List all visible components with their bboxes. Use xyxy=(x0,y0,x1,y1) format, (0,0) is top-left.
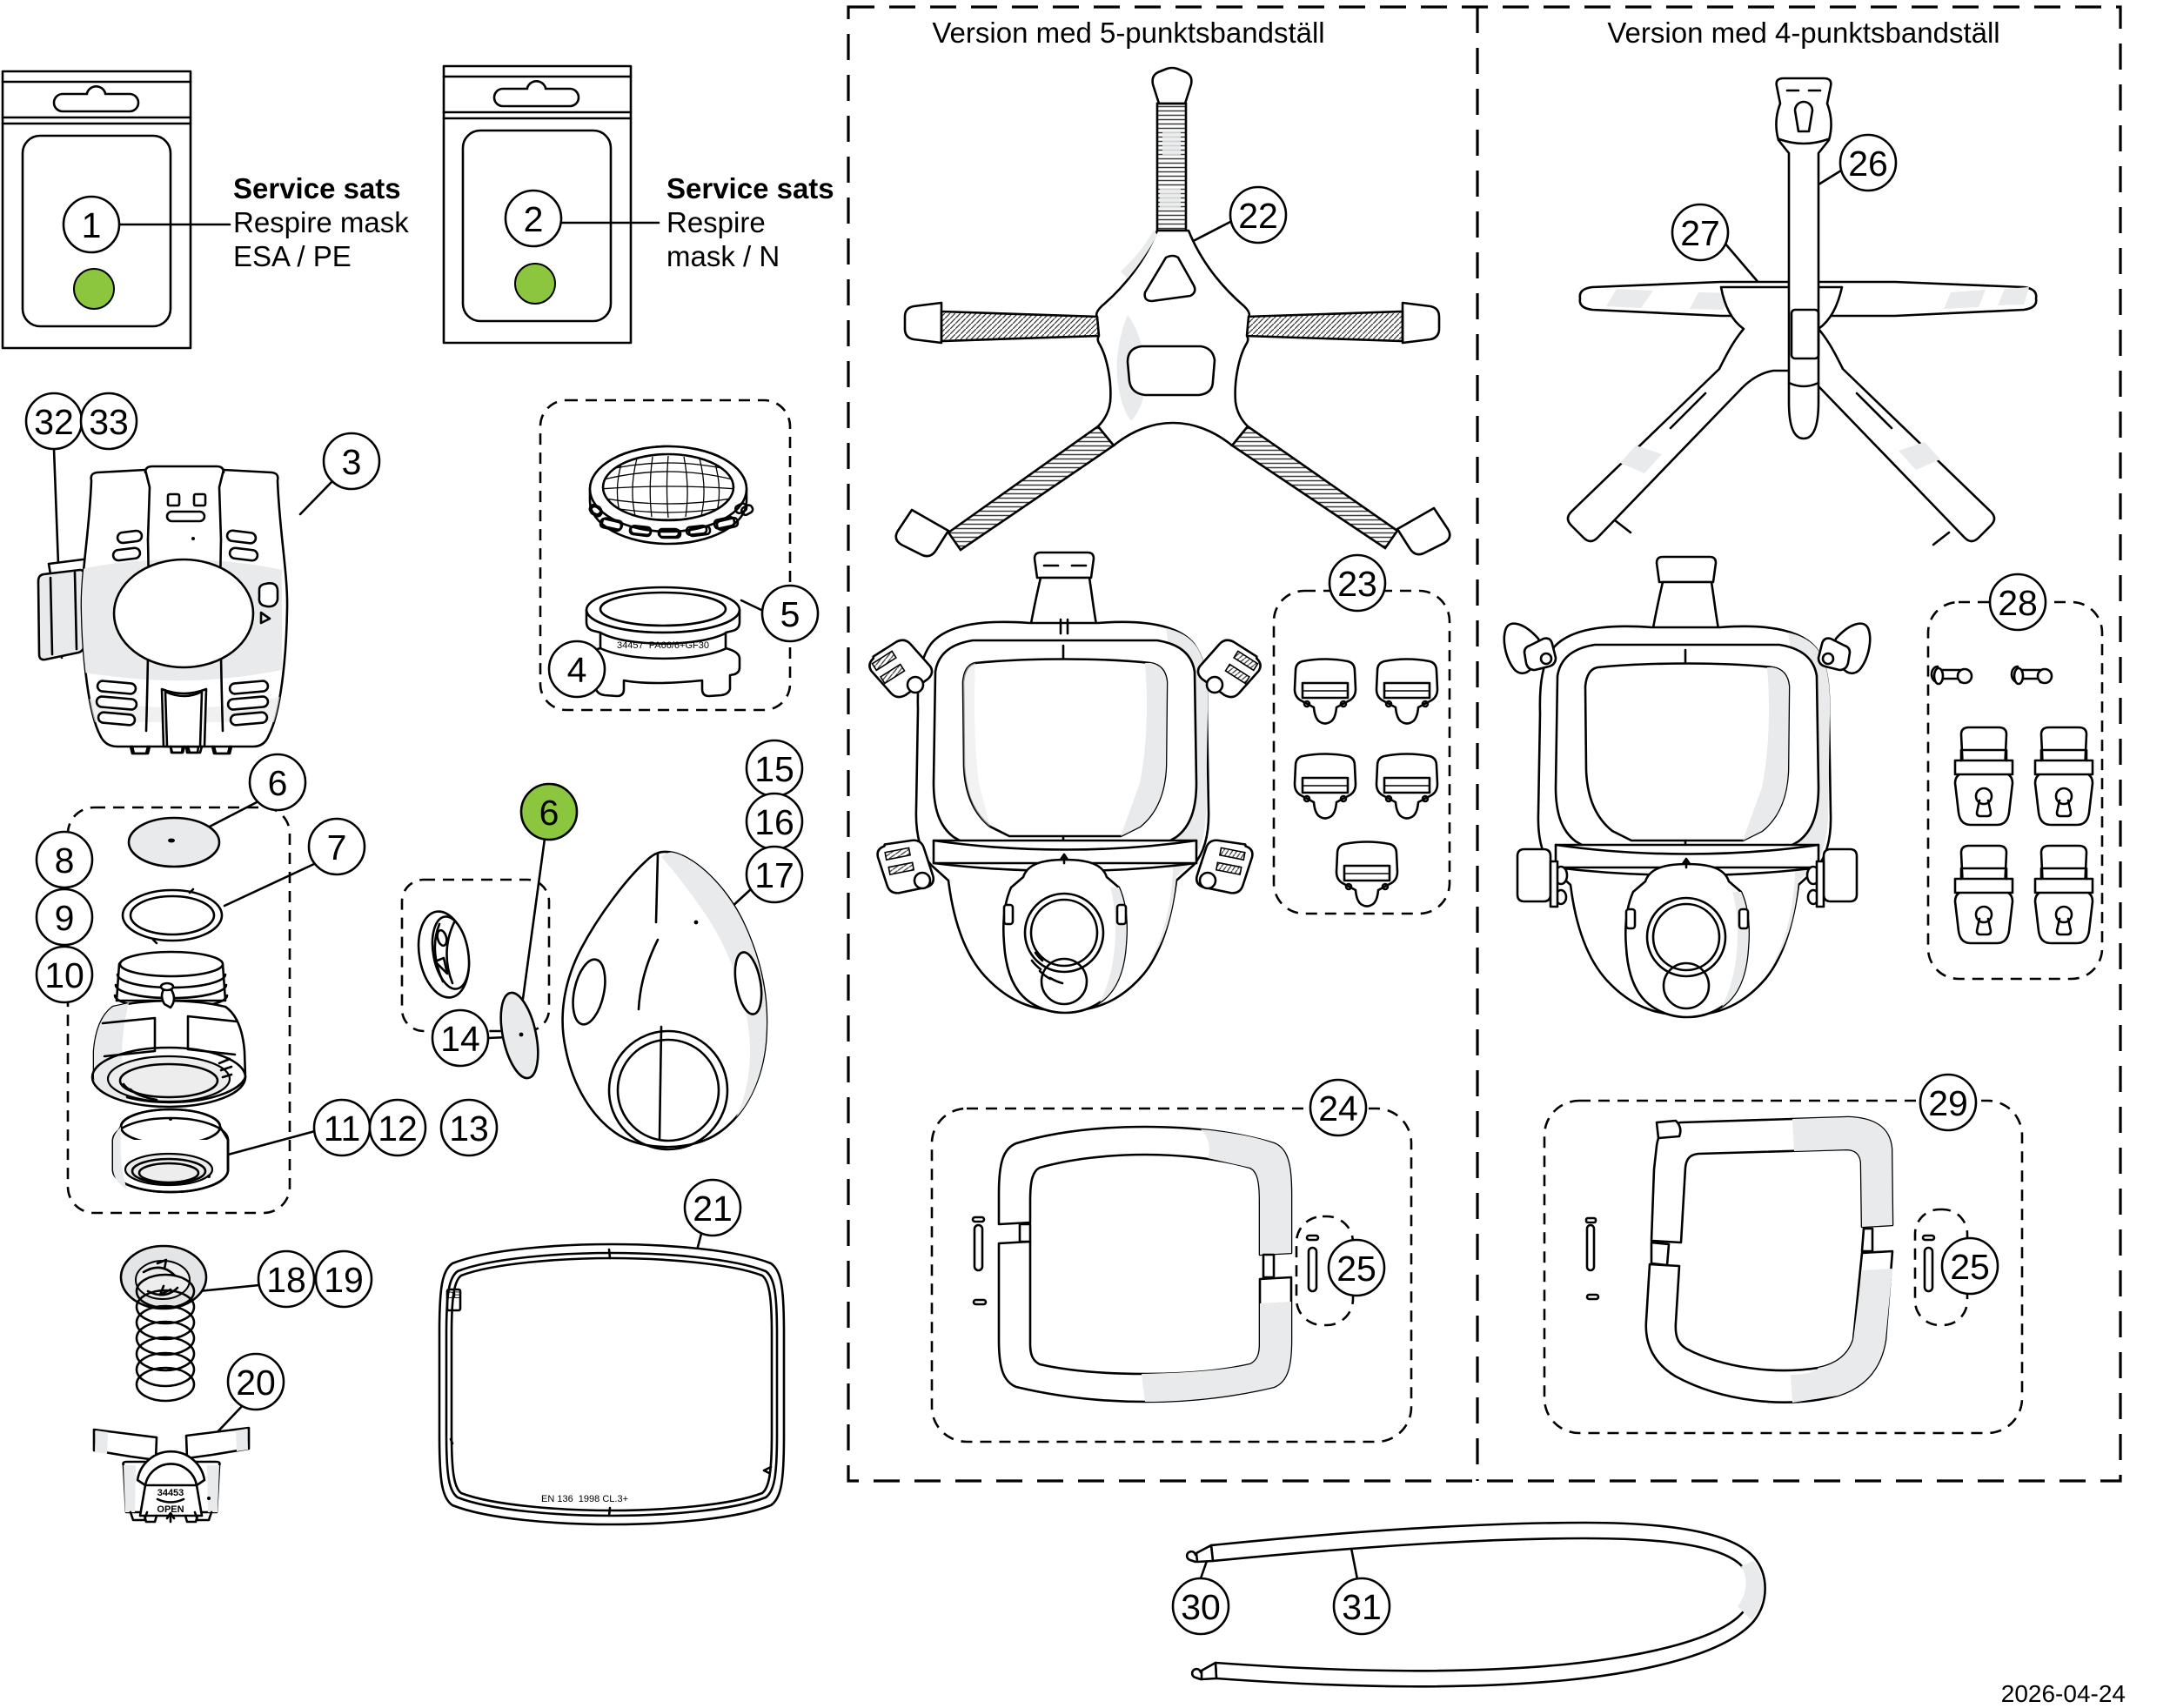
svg-text:34453: 34453 xyxy=(157,1488,184,1498)
svg-text:10: 10 xyxy=(44,955,84,995)
svg-text:6: 6 xyxy=(268,763,288,803)
svg-text:Version med 5-punktsbandställ: Version med 5-punktsbandställ xyxy=(932,17,1324,49)
svg-text:15: 15 xyxy=(754,749,794,789)
svg-text:9: 9 xyxy=(55,898,75,938)
svg-text:25: 25 xyxy=(1336,1249,1376,1289)
svg-text:34457 PA66/6+GF30: 34457 PA66/6+GF30 xyxy=(617,640,709,651)
svg-text:28: 28 xyxy=(1998,583,2038,623)
svg-text:13: 13 xyxy=(449,1109,489,1149)
svg-text:8: 8 xyxy=(55,841,75,881)
svg-text:Version med 4-punktsbandställ: Version med 4-punktsbandställ xyxy=(1607,17,1999,49)
svg-text:EN 136 1998 CL.3+: EN 136 1998 CL.3+ xyxy=(541,1494,628,1504)
svg-text:Respire: Respire xyxy=(666,206,766,238)
svg-text:2026-04-24: 2026-04-24 xyxy=(2001,1680,2126,1707)
svg-text:26: 26 xyxy=(1848,144,1888,184)
svg-text:11: 11 xyxy=(324,1109,361,1149)
svg-text:2: 2 xyxy=(524,199,544,239)
svg-text:CE: CE xyxy=(446,1290,459,1301)
svg-text:20: 20 xyxy=(236,1363,276,1403)
svg-text:OPEN: OPEN xyxy=(157,1504,184,1515)
svg-text:17: 17 xyxy=(754,855,794,895)
svg-text:12: 12 xyxy=(378,1109,418,1149)
svg-text:mask / N: mask / N xyxy=(666,240,780,272)
svg-text:30: 30 xyxy=(1181,1587,1221,1627)
svg-text:3: 3 xyxy=(342,442,362,482)
svg-text:4: 4 xyxy=(567,650,587,690)
svg-text:ESA / PE: ESA / PE xyxy=(233,240,352,272)
svg-text:22: 22 xyxy=(1238,196,1278,236)
svg-text:Respire mask: Respire mask xyxy=(233,206,409,238)
svg-text:5: 5 xyxy=(780,594,800,634)
svg-text:31: 31 xyxy=(1342,1587,1382,1627)
svg-text:27: 27 xyxy=(1680,213,1720,253)
svg-text:Service sats: Service sats xyxy=(666,172,834,204)
svg-text:24: 24 xyxy=(1318,1088,1358,1129)
svg-text:18: 18 xyxy=(266,1260,306,1300)
svg-text:16: 16 xyxy=(754,802,794,842)
svg-text:21: 21 xyxy=(693,1189,733,1229)
svg-text:33: 33 xyxy=(89,402,129,442)
svg-text:19: 19 xyxy=(324,1260,364,1300)
svg-text:1: 1 xyxy=(82,205,102,245)
svg-text:Service sats: Service sats xyxy=(233,172,401,204)
svg-text:7: 7 xyxy=(327,827,347,867)
svg-text:14: 14 xyxy=(440,1019,480,1059)
svg-text:6: 6 xyxy=(539,793,559,833)
svg-text:32: 32 xyxy=(34,402,74,442)
svg-text:29: 29 xyxy=(1928,1083,1968,1123)
svg-text:23: 23 xyxy=(1337,564,1377,604)
svg-text:25: 25 xyxy=(1950,1247,1990,1287)
